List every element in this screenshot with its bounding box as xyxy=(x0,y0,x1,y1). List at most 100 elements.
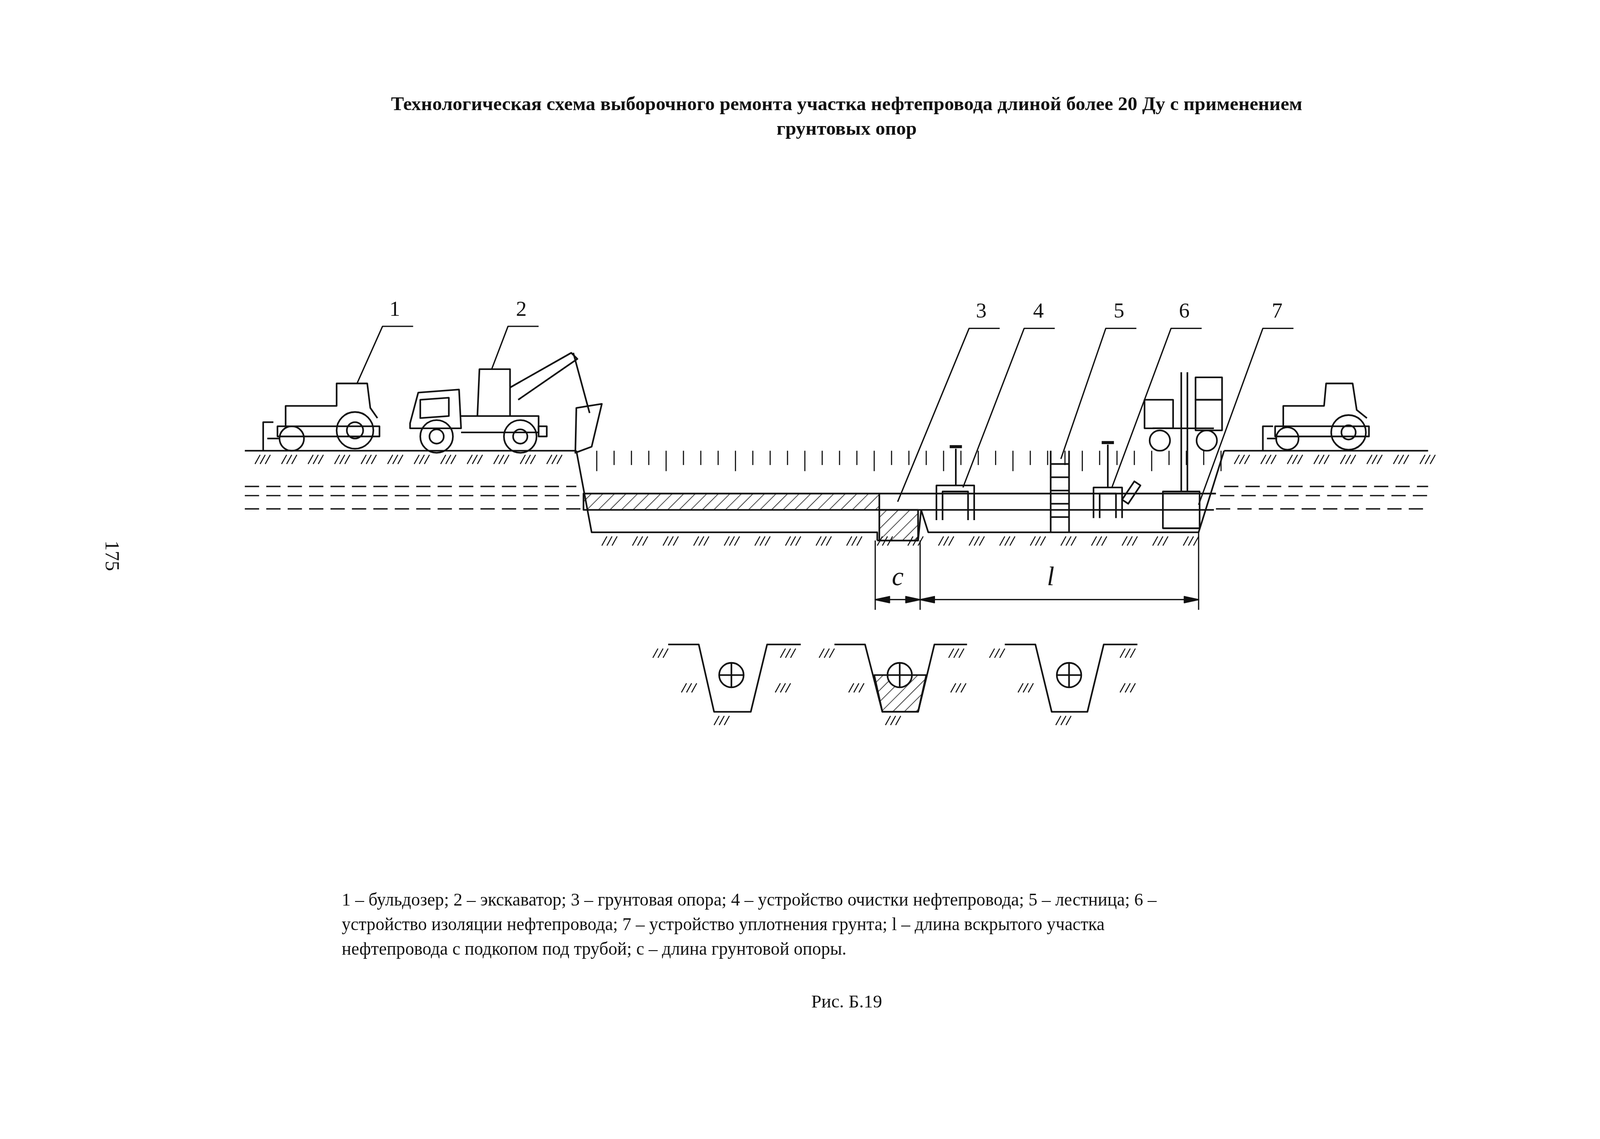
soil-mark xyxy=(493,454,510,464)
tick xyxy=(1151,451,1153,472)
callout-number: 2 xyxy=(515,296,527,322)
callout-number: 7 xyxy=(1271,298,1283,324)
hatch-stroke xyxy=(1152,536,1158,546)
hatch-stroke xyxy=(950,683,956,693)
hatch-stroke xyxy=(974,536,980,546)
tick xyxy=(821,451,823,466)
hatch-stroke xyxy=(1376,454,1382,464)
hatch-stroke xyxy=(1398,454,1404,464)
hatch-stroke xyxy=(785,536,791,546)
tick xyxy=(648,451,650,466)
tick xyxy=(804,451,806,472)
hatch-stroke xyxy=(790,536,796,546)
exposed-pipe xyxy=(879,493,1217,511)
hatch-stroke xyxy=(729,536,735,546)
hatch-stroke xyxy=(821,536,827,546)
hatch-stroke xyxy=(612,536,618,546)
soil-mark xyxy=(254,454,271,464)
backfilled-pipe xyxy=(583,493,880,511)
hatch-stroke xyxy=(1035,536,1041,546)
hatch-stroke xyxy=(371,454,377,464)
tick xyxy=(717,451,719,466)
hatch-stroke xyxy=(795,536,801,546)
hatch-stroke xyxy=(780,648,786,658)
callout-number: 5 xyxy=(1113,298,1125,324)
hatch-stroke xyxy=(724,716,730,726)
hatch-stroke xyxy=(503,454,509,464)
hatch-stroke xyxy=(948,536,954,546)
hatch-stroke xyxy=(1010,536,1016,546)
hatch-stroke xyxy=(1188,536,1194,546)
hatch-stroke xyxy=(754,536,760,546)
tick xyxy=(787,451,788,466)
hatch-stroke xyxy=(637,536,643,546)
soil-support xyxy=(879,510,919,541)
hatch-stroke xyxy=(765,536,771,546)
trench-cross-sections xyxy=(668,644,1138,712)
hatch-stroke xyxy=(1239,454,1245,464)
soil-mark xyxy=(724,536,740,546)
hatch-stroke xyxy=(989,648,995,658)
hatch-stroke xyxy=(472,454,478,464)
hatch-stroke xyxy=(979,536,985,546)
soil-compactor xyxy=(1144,372,1222,529)
hatch-stroke xyxy=(775,683,781,693)
soil-mark xyxy=(440,454,457,464)
hatch-stroke xyxy=(714,716,720,726)
soil-mark xyxy=(387,454,404,464)
hatch-stroke xyxy=(948,648,954,658)
hatch-stroke xyxy=(551,454,557,464)
hatch-stroke xyxy=(1430,454,1436,464)
soil-mark xyxy=(693,536,710,546)
bulldozer xyxy=(263,383,380,452)
hatch-stroke xyxy=(1313,454,1319,464)
hatch-stroke xyxy=(601,536,607,546)
hatch-stroke xyxy=(440,454,446,464)
legend-text: 1 – бульдозер; 2 – экскаватор; 3 – грунт… xyxy=(341,887,1159,962)
hatch-stroke xyxy=(703,536,709,546)
hatch-stroke xyxy=(308,454,314,464)
tick xyxy=(977,451,979,466)
soil-mark xyxy=(819,648,835,658)
hatch-stroke xyxy=(652,648,658,658)
hatch-stroke xyxy=(1030,536,1036,546)
tick xyxy=(1064,451,1066,466)
soil-mark xyxy=(1030,536,1046,546)
tick xyxy=(1168,451,1170,466)
tick xyxy=(1133,451,1135,466)
soil-mark xyxy=(1055,716,1072,726)
hatch-stroke xyxy=(1091,536,1097,546)
hatch-stroke xyxy=(719,716,725,726)
hatch-stroke xyxy=(724,536,730,546)
soil-mark xyxy=(780,648,796,658)
hatch-stroke xyxy=(959,648,965,658)
hatch-stroke xyxy=(493,454,499,464)
hatch-stroke xyxy=(1319,454,1325,464)
soil-mark xyxy=(1018,683,1034,693)
hatch-stroke xyxy=(445,454,451,464)
hatch-stroke xyxy=(259,454,265,464)
soil-mark xyxy=(1234,454,1250,464)
hatch-stroke xyxy=(1055,716,1061,726)
hatch-stroke xyxy=(477,454,483,464)
soil-mark xyxy=(546,454,563,464)
hatch-stroke xyxy=(960,683,966,693)
hatch-stroke xyxy=(1101,536,1107,546)
hatch-stroke xyxy=(943,536,949,546)
soil-mark xyxy=(969,536,985,546)
hatch-stroke xyxy=(1028,683,1034,693)
hatch-stroke xyxy=(1371,454,1377,464)
tick xyxy=(1116,451,1118,466)
soil-mark xyxy=(681,683,697,693)
excavator xyxy=(410,352,602,453)
tick xyxy=(752,451,754,466)
hatch-stroke xyxy=(318,454,324,464)
hatch-stroke xyxy=(1234,454,1240,464)
bulldozer-right xyxy=(1262,383,1369,452)
hatch-stroke xyxy=(999,536,1005,546)
hatch-stroke xyxy=(606,536,612,546)
hatch-stroke xyxy=(498,454,504,464)
hatch-stroke xyxy=(1122,536,1128,546)
soil-mark xyxy=(1122,536,1138,546)
